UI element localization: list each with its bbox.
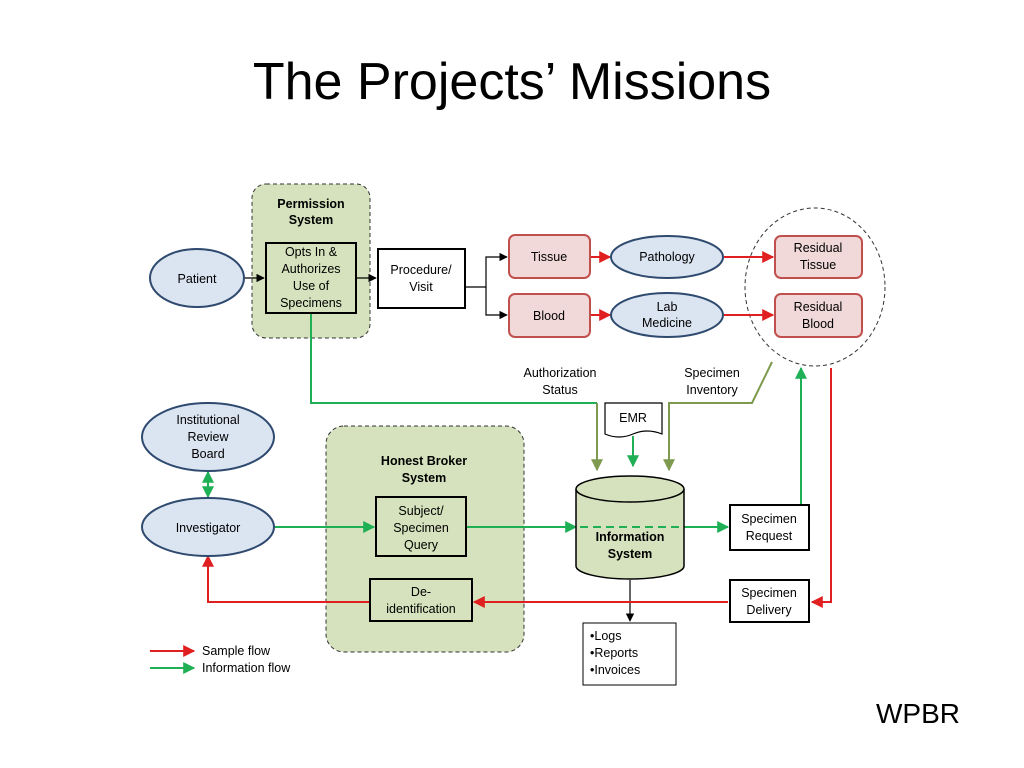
emr-document bbox=[604, 402, 663, 438]
residual-blood-box bbox=[774, 293, 863, 338]
label-line: Board bbox=[191, 447, 224, 461]
blood-label: Blood bbox=[533, 309, 565, 323]
lab-medicine-node bbox=[610, 292, 724, 338]
label-line: Opts In & bbox=[285, 245, 338, 259]
label-line: Tissue bbox=[531, 250, 567, 264]
tissue-box bbox=[508, 234, 591, 279]
label-line: Information bbox=[596, 530, 665, 544]
line-optsin-to-authorization bbox=[310, 314, 597, 404]
subject-query-box bbox=[375, 496, 467, 557]
label-line: Blood bbox=[802, 317, 834, 331]
label-line: Lab bbox=[657, 300, 678, 314]
investigator-label: Investigator bbox=[176, 521, 241, 535]
label-line: Inventory bbox=[686, 383, 738, 397]
information-system-cylinder-top bbox=[575, 475, 685, 503]
arrow-procedure-to-blood bbox=[485, 287, 508, 320]
legend-sample-flow-label: Sample flow bbox=[202, 644, 271, 658]
label-line: Patient bbox=[178, 272, 217, 286]
residual-tissue-box bbox=[774, 235, 863, 279]
label-line: Specimen bbox=[741, 512, 797, 526]
label-line: Permission bbox=[277, 197, 344, 211]
information-system-cylinder bbox=[575, 489, 685, 580]
patient-label: Patient bbox=[178, 272, 217, 286]
legend-information-flow-label: Information flow bbox=[202, 661, 291, 675]
label-line: Subject/ bbox=[398, 504, 444, 518]
label-line: Specimens bbox=[280, 296, 342, 310]
specimen-delivery-box bbox=[729, 579, 810, 623]
arrow-inventory-to-infosys bbox=[663, 361, 773, 472]
label-line: •Reports bbox=[590, 646, 638, 660]
label-line: •Invoices bbox=[590, 663, 640, 677]
label-line: Tissue bbox=[800, 258, 836, 272]
opts-in-box bbox=[265, 242, 357, 314]
label-line: Procedure/ bbox=[390, 263, 452, 277]
investigator-node bbox=[141, 497, 275, 557]
procedure-visit-label: Procedure/Visit bbox=[390, 263, 452, 294]
slide-title: The Projects’ Missions bbox=[252, 53, 772, 111]
label-line: System bbox=[289, 213, 333, 227]
outputs-box bbox=[582, 622, 677, 686]
pathology-node bbox=[610, 235, 724, 279]
label-line: Specimen bbox=[741, 586, 797, 600]
label-line: EMR bbox=[619, 411, 647, 425]
label-line: Status bbox=[542, 383, 577, 397]
label-line: Specimen bbox=[393, 521, 449, 535]
irb-node bbox=[141, 402, 275, 472]
label-line: Institutional bbox=[176, 413, 239, 427]
patient-node bbox=[149, 248, 245, 308]
label-line: Use of bbox=[293, 279, 330, 293]
residual-specimens-group bbox=[744, 207, 886, 367]
deidentification-label: De-identification bbox=[386, 585, 456, 616]
blood-box bbox=[508, 293, 591, 338]
label-line: De- bbox=[411, 585, 431, 599]
label-line: Investigator bbox=[176, 521, 241, 535]
label-line: Medicine bbox=[642, 316, 692, 330]
arrow-residual-to-delivery bbox=[810, 368, 832, 608]
label-line: System bbox=[402, 471, 446, 485]
footer-label: WPBR bbox=[876, 698, 960, 729]
label-line: Specimen bbox=[684, 366, 740, 380]
deidentification-box bbox=[369, 578, 473, 622]
label-line: Residual bbox=[794, 300, 843, 314]
label-line: Visit bbox=[409, 280, 433, 294]
label-line: Review bbox=[188, 430, 230, 444]
arrow-deidentification-to-investigator bbox=[202, 554, 370, 603]
label-line: Delivery bbox=[746, 603, 792, 617]
label-line: Honest Broker bbox=[381, 454, 467, 468]
label-line: Pathology bbox=[639, 250, 695, 264]
pathology-label: Pathology bbox=[639, 250, 695, 264]
label-line: Query bbox=[404, 538, 439, 552]
label-line: System bbox=[608, 547, 652, 561]
label-line: Authorization bbox=[524, 366, 597, 380]
specimen-request-box bbox=[729, 504, 810, 551]
outputs-list: •Logs •Reports •Invoices bbox=[590, 629, 640, 677]
procedure-visit-box bbox=[377, 248, 466, 309]
emr-label: EMR bbox=[619, 411, 647, 425]
label-line: Residual bbox=[794, 241, 843, 255]
label-line: identification bbox=[386, 602, 456, 616]
tissue-label: Tissue bbox=[531, 250, 567, 264]
arrow-procedure-to-tissue bbox=[466, 252, 508, 288]
label-line: Authorizes bbox=[281, 262, 340, 276]
label-line: Request bbox=[746, 529, 793, 543]
label-line: •Logs bbox=[590, 629, 621, 643]
label-line: Blood bbox=[533, 309, 565, 323]
